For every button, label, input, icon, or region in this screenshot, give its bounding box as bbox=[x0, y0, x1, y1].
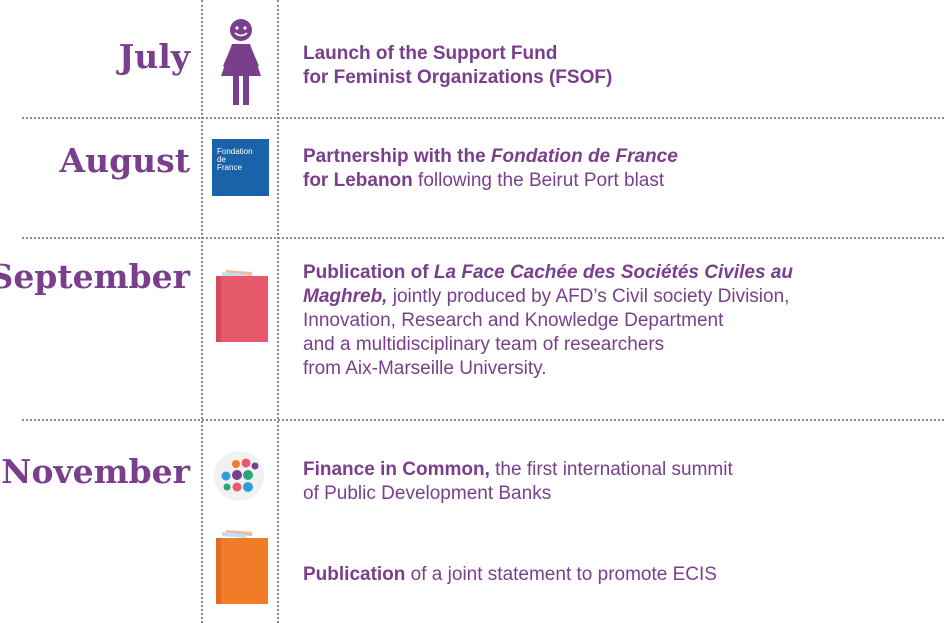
entry-line: Innovation, Research and Knowledge Depar… bbox=[303, 310, 724, 331]
entry-keyword: for Lebanon bbox=[303, 170, 413, 191]
entry-line: Publication of La Face Cachée des Sociét… bbox=[303, 261, 933, 285]
entry-line: and a multidisciplinary team of research… bbox=[303, 334, 665, 355]
entry-line: Partnership with the Fondation de France bbox=[303, 145, 933, 169]
month-september: September bbox=[0, 257, 190, 296]
entry-text: of the Support Fund bbox=[370, 43, 558, 64]
entry-italic: Maghreb, bbox=[303, 286, 388, 307]
row-separator bbox=[22, 117, 944, 119]
entry-line: Publication of a joint statement to prom… bbox=[303, 563, 933, 587]
month-august: August bbox=[59, 141, 191, 180]
entry-line: Maghreb, jointly produced by AFD’s Civil… bbox=[303, 285, 933, 309]
entry-italic: Fondation de France bbox=[490, 146, 678, 167]
timeline-divider-right bbox=[277, 0, 279, 623]
entry-september: Publication of La Face Cachée des Sociét… bbox=[303, 261, 933, 381]
row-separator bbox=[22, 419, 944, 421]
entry-november-summit: Finance in Common, the first internation… bbox=[303, 458, 933, 506]
fondation-de-france-logo: Fondation de France bbox=[212, 139, 269, 196]
finance-in-common-logo bbox=[213, 450, 265, 507]
entry-text: following the Beirut Port blast bbox=[412, 170, 665, 191]
timeline-divider-left bbox=[201, 0, 203, 623]
entry-italic: La Face Cachée des Sociétés Civiles au bbox=[433, 262, 793, 283]
entry-keyword: Partnership bbox=[303, 146, 409, 167]
entry-line: from Aix-Marseille University. bbox=[303, 358, 547, 379]
orange-book-icon bbox=[214, 530, 270, 611]
entry-text: of bbox=[405, 262, 434, 283]
entry-text: the first international summit bbox=[489, 459, 733, 480]
entry-text: of a joint statement to promote ECIS bbox=[405, 564, 717, 585]
entry-august: Partnership with the Fondation de France… bbox=[303, 145, 933, 193]
month-july: July bbox=[118, 37, 190, 76]
entry-line: Launch of the Support Fund bbox=[303, 42, 933, 66]
month-november: November bbox=[1, 452, 190, 491]
entry-line: for Lebanon following the Beirut Port bl… bbox=[303, 169, 933, 193]
entry-november-statement: Publication of a joint statement to prom… bbox=[303, 563, 933, 587]
entry-line: of Public Development Banks bbox=[303, 483, 552, 504]
pink-book-icon bbox=[214, 270, 270, 349]
entry-text: with the bbox=[408, 146, 491, 167]
woman-figure-icon bbox=[218, 18, 264, 111]
entry-keyword: Publication bbox=[303, 262, 406, 283]
entry-keyword: Finance in Common, bbox=[303, 459, 490, 480]
entry-line: for Feminist Organizations (FSOF) bbox=[303, 67, 613, 88]
entry-keyword: Launch bbox=[303, 43, 371, 64]
entry-line: Finance in Common, the first internation… bbox=[303, 458, 933, 482]
entry-text: jointly produced by AFD’s Civil society … bbox=[387, 286, 790, 307]
entry-july: Launch of the Support Fund for Feminist … bbox=[303, 42, 933, 90]
row-separator bbox=[22, 237, 944, 239]
entry-keyword: Publication bbox=[303, 564, 406, 585]
